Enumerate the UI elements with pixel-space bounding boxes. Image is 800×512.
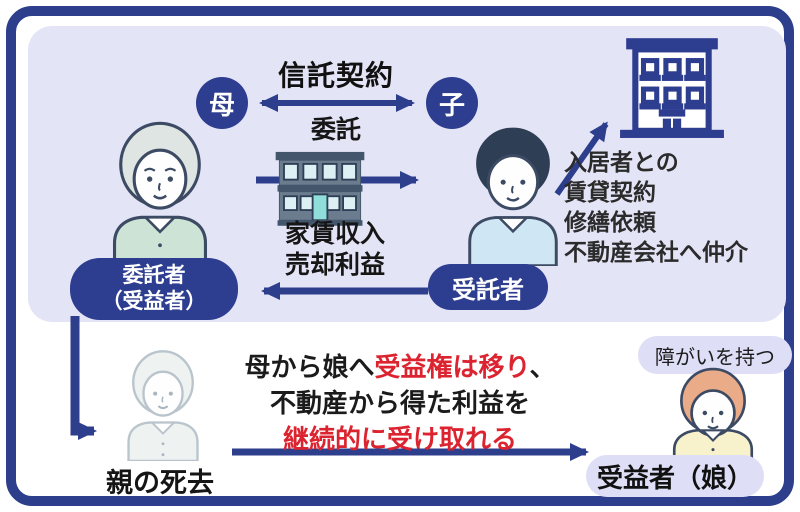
benefit-transfer-text: 母から娘へ受益権は移り、 不動産から得た利益を 継続的に受け取れる <box>230 349 570 457</box>
benefit-text-line-2: 不動産から得た利益を <box>269 388 530 418</box>
line1-comma: 、 <box>529 352 556 382</box>
duty-line-2: 賃貸契約 <box>564 179 656 205</box>
child-badge: 子 <box>426 77 478 129</box>
income-line-2: 売却利益 <box>284 251 385 279</box>
trust-contract-title: 信託契約 <box>277 60 394 91</box>
line1-red: 受益権は移り <box>374 352 530 382</box>
trustor-line-1: 委託者 <box>122 264 186 287</box>
trustor-line-2: （受益者） <box>101 290 207 313</box>
benefit-text-line-1: 母から娘へ受益権は移り、 <box>230 349 570 385</box>
beneficiary-pill: 受益者（娘） <box>586 455 764 497</box>
line1-black: 母から娘へ <box>244 352 375 382</box>
disability-pill: 障がいを持つ <box>638 336 792 374</box>
mother-badge: 母 <box>196 77 248 129</box>
apartment-building-icon <box>620 38 724 138</box>
duty-line-1: 入居者との <box>564 149 679 175</box>
income-line-1: 家賃収入 <box>284 220 385 248</box>
parent-death-label: 親の死去 <box>106 468 214 498</box>
entrust-label: 委託 <box>310 116 361 144</box>
trust-property-building-icon <box>275 151 365 226</box>
trustor-pill: 委託者 （受益者） <box>70 258 238 320</box>
trustee-duties-text: 入居者との 賃貸契約 修繕依頼 不動産会社へ仲介 <box>564 147 796 267</box>
mother-illustration <box>112 121 208 268</box>
daughter-illustration <box>672 367 754 466</box>
duty-line-3: 修繕依頼 <box>564 209 656 235</box>
son-illustration <box>468 127 558 266</box>
income-label: 家賃収入 売却利益 <box>252 219 418 281</box>
trustee-pill: 受託者 <box>428 264 548 310</box>
deceased-mother-illustration <box>127 350 199 461</box>
duty-line-4: 不動産会社へ仲介 <box>564 239 748 265</box>
benefit-text-line-3: 継続的に受け取れる <box>282 424 517 454</box>
